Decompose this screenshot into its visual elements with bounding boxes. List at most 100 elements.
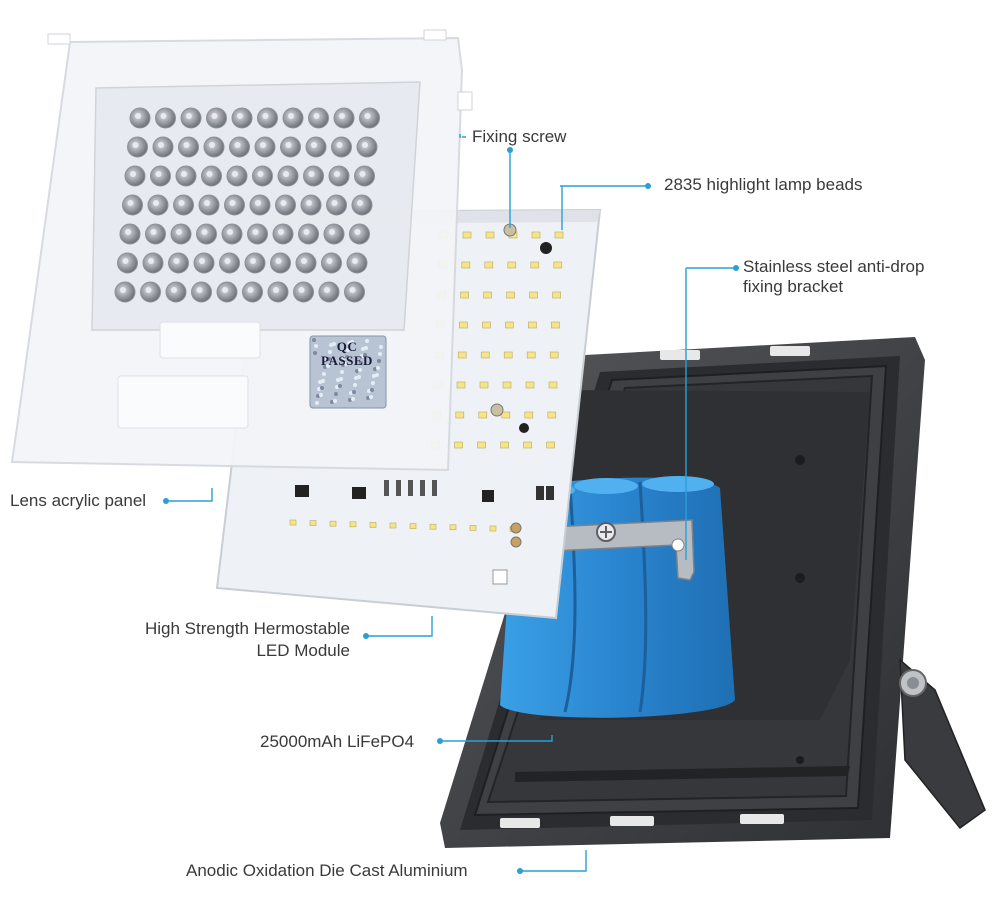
lens-cell-highlight [339,113,345,119]
hologram-dot [352,390,356,394]
hologram-dot [359,361,363,365]
lens-cell-highlight [132,142,139,148]
lamp-bead [503,351,513,359]
lamp-bead [500,441,509,449]
lamp-bead [479,381,489,389]
lamp-bead [329,520,337,527]
lens-cell-highlight [201,229,208,235]
hologram-dot [340,370,344,374]
lamp-bead [482,321,491,329]
hologram-dot [315,401,319,405]
hologram-dot [320,386,324,390]
lens-cell-highlight [211,113,218,119]
qc-passed-sticker [309,335,387,409]
lamp-bead [289,519,297,526]
hologram-dot [357,375,361,379]
label-bracket-line1: Stainless steel anti-drop [743,257,925,276]
lens-cell-highlight [229,200,236,206]
lens-cell-highlight [336,142,343,148]
lamp-bead [552,291,561,299]
hologram-dot [334,392,338,396]
hologram-dot [313,351,317,355]
lens-cell-highlight [278,229,284,235]
lens-cell-highlight [262,113,269,119]
hologram-dot [319,393,323,397]
lens-cell-highlight [186,113,192,119]
lens-cell-highlight [252,229,259,235]
hologram-dot [371,381,375,385]
lens-cell-highlight [326,258,333,264]
lens-cell-highlight [234,142,241,148]
qc-stamp-text: QC PASSED [314,340,380,406]
lamp-bead [477,441,486,449]
label-battery: 25000mAh LiFePO4 [260,732,415,751]
lamp-bead [531,231,541,239]
hologram-dot [338,384,342,388]
lens-cell-highlight [275,258,282,264]
lamp-bead [349,521,357,528]
lamp-bead [456,381,466,389]
hologram-dot [333,399,337,403]
lamp-bead [553,261,563,269]
lens-cell-highlight [122,258,129,264]
hologram-dot [314,344,318,348]
lens-cell-highlight [306,200,312,206]
qc-stamp-line2: PASSED [321,353,373,368]
hologram-dot [364,346,368,350]
lens-cell-highlight [313,113,320,119]
lens-cell-highlight [222,287,228,293]
lamp-bead [478,411,488,419]
lamp-bead [455,411,465,419]
lens-cell-highlight [148,258,154,264]
lens-cell-highlight [247,287,254,293]
lens-cell-highlight [285,142,292,148]
lamp-bead [459,321,468,329]
lens-cell-highlight [329,229,335,235]
lens-cell-highlight [257,171,264,177]
hologram-dot [332,342,336,346]
lamp-bead [549,351,559,359]
lens-cell-highlight [150,229,157,235]
lamp-bead [548,381,558,389]
lens-cell-highlight [135,113,141,119]
hologram-dot [353,383,357,387]
lamp-bead [483,291,492,299]
hologram-dot [351,397,355,401]
hologram-dot [326,364,330,368]
lamp-bead [507,261,517,269]
lens-cell-highlight [153,200,159,206]
lens-cell-highlight [308,171,315,177]
hologram-dot [344,362,348,366]
lamp-bead [546,441,555,449]
lens-cell-highlight [283,171,289,177]
lens-cell-highlight [173,258,180,264]
lens-cell-highlight [232,171,238,177]
hologram-dot [378,352,382,356]
lamp-bead [480,351,490,359]
lens-cell-highlight [354,229,361,235]
lens-cell-highlight [301,258,307,264]
hologram-dot [321,379,325,383]
leader-housing [520,850,587,872]
lamp-bead [547,411,557,419]
hologram-dot [365,339,369,343]
lamp-bead [529,291,538,299]
lamp-bead [528,321,537,329]
hologram-dot [328,350,332,354]
label-lamp-beads: 2835 highlight lamp beads [664,175,863,194]
lens-array [114,107,380,303]
lamp-bead [309,520,317,526]
label-lens: Lens acrylic panel [10,491,147,510]
lamp-bead [502,381,512,389]
hologram-dot [339,377,343,381]
lamp-bead [506,291,515,299]
lens-cell-highlight [311,142,317,148]
leader-lens [166,488,213,502]
lens-cell-highlight [204,200,210,206]
lens-cell-highlight [196,287,203,293]
lens-cell-highlight [206,171,213,177]
lens-cell-highlight [331,200,338,206]
leader-dots [163,147,739,874]
lens-cell-highlight [362,142,368,148]
lamp-bead [501,411,511,419]
